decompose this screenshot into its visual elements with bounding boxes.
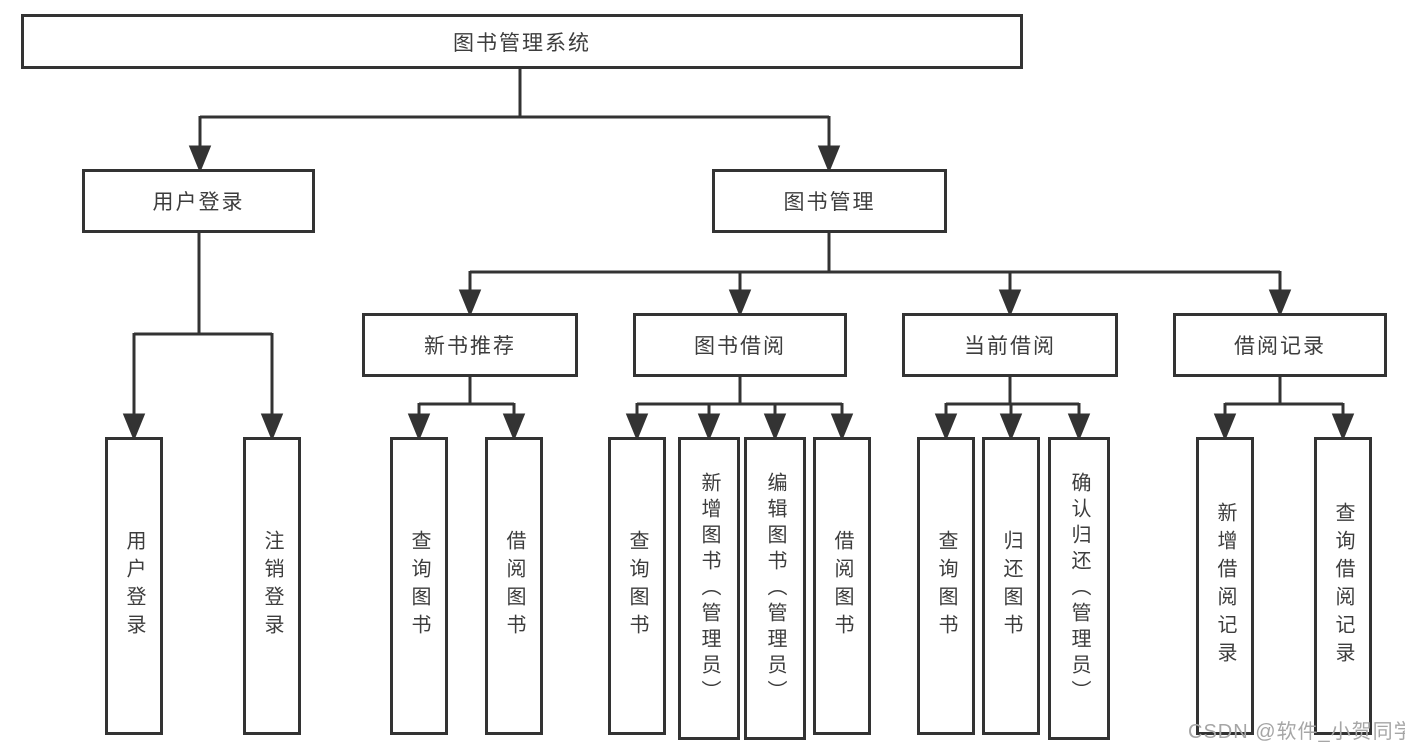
- leaf-borrow-books-recommend: 借阅图书: [485, 437, 543, 735]
- leaf-edit-books-admin: 编辑图书（管理员）: [744, 437, 806, 740]
- leaf-logout-label: 注销登录: [261, 530, 283, 642]
- leaf-add-books-admin-label: 新增图书（管理员）: [698, 471, 720, 706]
- connector-user-login-to-leaves: [122, 233, 284, 441]
- connector-borrow-records-to-leaves: [1213, 377, 1355, 441]
- leaf-confirm-return-admin-label: 确认归还（管理员）: [1068, 471, 1090, 706]
- leaf-query-books-recommend-label: 查询图书: [408, 530, 430, 642]
- connector-current-borrowing-to-leaves: [934, 377, 1091, 441]
- connector-root-to-level2: [188, 69, 841, 173]
- leaf-user-login-label: 用户登录: [123, 530, 145, 642]
- leaf-edit-books-admin-label: 编辑图书（管理员）: [764, 471, 786, 706]
- node-root-label: 图书管理系统: [453, 31, 591, 55]
- leaf-query-books-current: 查询图书: [917, 437, 975, 735]
- leaf-query-books-borrowing: 查询图书: [608, 437, 666, 735]
- leaf-query-books-current-label: 查询图书: [935, 530, 957, 642]
- node-borrow-records-label: 借阅记录: [1234, 335, 1326, 358]
- leaf-confirm-return-admin: 确认归还（管理员）: [1048, 437, 1110, 740]
- leaf-return-books-label: 归还图书: [1000, 530, 1022, 642]
- node-book-borrowing: 图书借阅: [633, 313, 847, 377]
- node-current-borrowing: 当前借阅: [902, 313, 1118, 377]
- leaf-return-books: 归还图书: [982, 437, 1040, 735]
- leaf-user-login: 用户登录: [105, 437, 163, 735]
- node-user-login-branch: 用户登录: [82, 169, 315, 233]
- node-book-management: 图书管理: [712, 169, 947, 233]
- watermark: CSDN @软件_小贺同学: [1188, 721, 1405, 743]
- leaf-add-books-admin: 新增图书（管理员）: [678, 437, 740, 740]
- node-new-book-recommend: 新书推荐: [362, 313, 578, 377]
- leaf-add-borrow-record: 新增借阅记录: [1196, 437, 1254, 735]
- leaf-borrow-books-label: 借阅图书: [831, 530, 853, 642]
- leaf-borrow-books: 借阅图书: [813, 437, 871, 735]
- node-new-book-recommend-label: 新书推荐: [424, 335, 516, 358]
- connector-book-borrowing-to-leaves: [625, 377, 854, 441]
- leaf-query-books-recommend: 查询图书: [390, 437, 448, 735]
- leaf-query-borrow-record-label: 查询借阅记录: [1332, 502, 1354, 670]
- leaf-add-borrow-record-label: 新增借阅记录: [1214, 502, 1236, 670]
- leaf-query-books-borrowing-label: 查询图书: [626, 530, 648, 642]
- node-borrow-records: 借阅记录: [1173, 313, 1387, 377]
- connector-new-book-recommend-to-leaves: [407, 377, 526, 441]
- leaf-borrow-books-recommend-label: 借阅图书: [503, 530, 525, 642]
- node-book-borrowing-label: 图书借阅: [694, 335, 786, 358]
- node-current-borrowing-label: 当前借阅: [964, 335, 1056, 358]
- leaf-logout: 注销登录: [243, 437, 301, 735]
- connector-book-management-to-level3: [458, 233, 1292, 317]
- node-user-login-branch-label: 用户登录: [152, 191, 245, 214]
- node-book-management-label: 图书管理: [783, 191, 876, 214]
- leaf-query-borrow-record: 查询借阅记录: [1314, 437, 1372, 735]
- node-root: 图书管理系统: [21, 14, 1023, 69]
